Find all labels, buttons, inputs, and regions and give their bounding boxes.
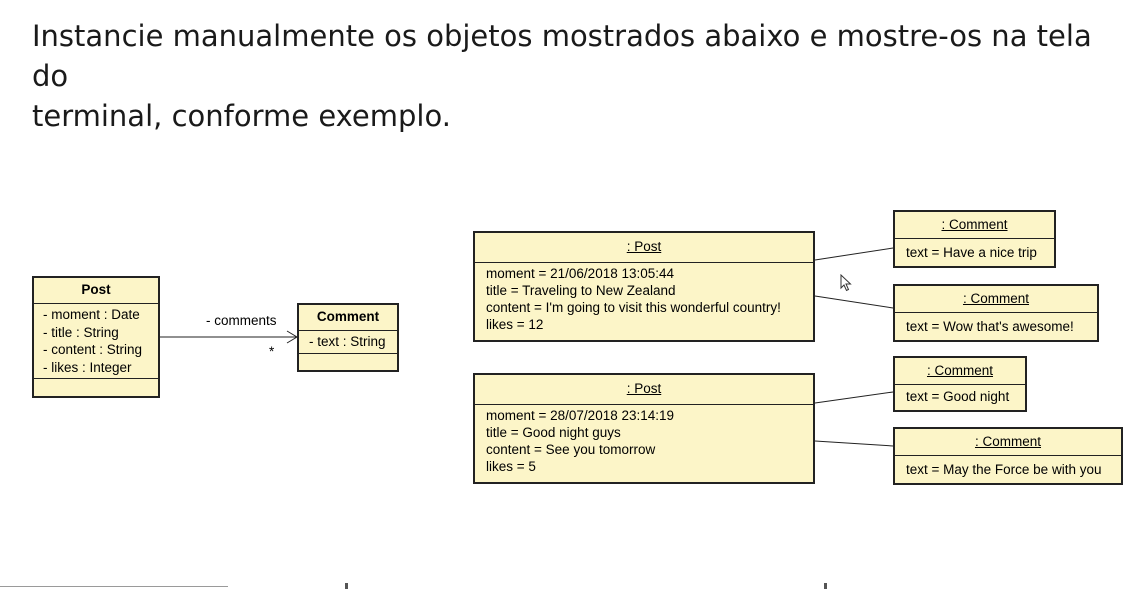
mouse-pointer-icon — [840, 273, 852, 297]
bottom-tick-mark — [824, 583, 827, 589]
comment-object-text: text = Have a nice trip — [906, 245, 1037, 260]
post-field: likes = 12 — [486, 317, 544, 332]
comment-object-header: : Comment — [895, 286, 1097, 313]
post-object-1: : Post moment = 21/06/2018 13:05:44 titl… — [473, 231, 815, 342]
comment-object-4: : Comment text = May the Force be with y… — [893, 427, 1123, 485]
comment-object-text: text = Wow that's awesome! — [906, 319, 1074, 334]
class-comment-name: Comment — [299, 305, 397, 331]
class-post-attribute: - content : String — [43, 342, 143, 357]
comment-object-3: : Comment text = Good night — [893, 356, 1027, 412]
bottom-tick-mark — [345, 583, 348, 589]
post-field: moment = 21/06/2018 13:05:44 — [486, 266, 675, 281]
comment-object-header: : Comment — [895, 358, 1025, 385]
post-field: likes = 5 — [486, 459, 536, 474]
comment-object-text: text = May the Force be with you — [906, 462, 1102, 477]
instruction-line-2: terminal, conforme exemplo. — [32, 99, 451, 133]
comment-object-header: : Comment — [895, 212, 1054, 239]
post-field: moment = 28/07/2018 23:14:19 — [486, 408, 675, 423]
post-field: title = Good night guys — [486, 425, 621, 440]
link-post1-comment1 — [814, 247, 894, 261]
comment-object-2: : Comment text = Wow that's awesome! — [893, 284, 1099, 342]
link-post2-comment1 — [814, 391, 894, 404]
instruction-line-1: Instancie manualmente os objetos mostrad… — [32, 19, 1092, 93]
class-post-name: Post — [34, 278, 158, 304]
association-role-label: - comments — [206, 313, 277, 328]
post-object-header: : Post — [475, 233, 813, 263]
post-object-fields: moment = 21/06/2018 13:05:44 title = Tra… — [475, 263, 813, 333]
post-field: content = See you tomorrow — [486, 442, 656, 457]
post-field: content = I'm going to visit this wonder… — [486, 300, 781, 315]
post-object-fields: moment = 28/07/2018 23:14:19 title = Goo… — [475, 405, 813, 475]
comment-object-1: : Comment text = Have a nice trip — [893, 210, 1056, 268]
instruction-text: Instancie manualmente os objetos mostrad… — [32, 16, 1112, 136]
post-object-header: : Post — [475, 375, 813, 405]
post-object-2: : Post moment = 28/07/2018 23:14:19 titl… — [473, 373, 815, 484]
class-post: Post - moment : Date - title : String - … — [32, 276, 160, 398]
bottom-divider — [0, 586, 228, 587]
class-post-attribute: - likes : Integer — [43, 359, 132, 375]
post-field: title = Traveling to New Zealand — [486, 283, 676, 298]
class-comment: Comment - text : String — [297, 303, 399, 372]
association-multiplicity: * — [269, 344, 275, 359]
class-comment-attributes: - text : String — [299, 331, 397, 354]
class-comment-attribute: - text : String — [309, 334, 386, 349]
class-post-attributes: - moment : Date - title : String - conte… — [34, 304, 158, 379]
comment-object-header: : Comment — [895, 429, 1121, 456]
link-post1-comment2 — [814, 295, 894, 309]
link-post2-comment2 — [814, 440, 894, 447]
class-post-attribute: - title : String — [43, 324, 119, 340]
comment-object-text: text = Good night — [906, 389, 1010, 404]
class-post-attribute: - moment : Date — [43, 307, 140, 322]
